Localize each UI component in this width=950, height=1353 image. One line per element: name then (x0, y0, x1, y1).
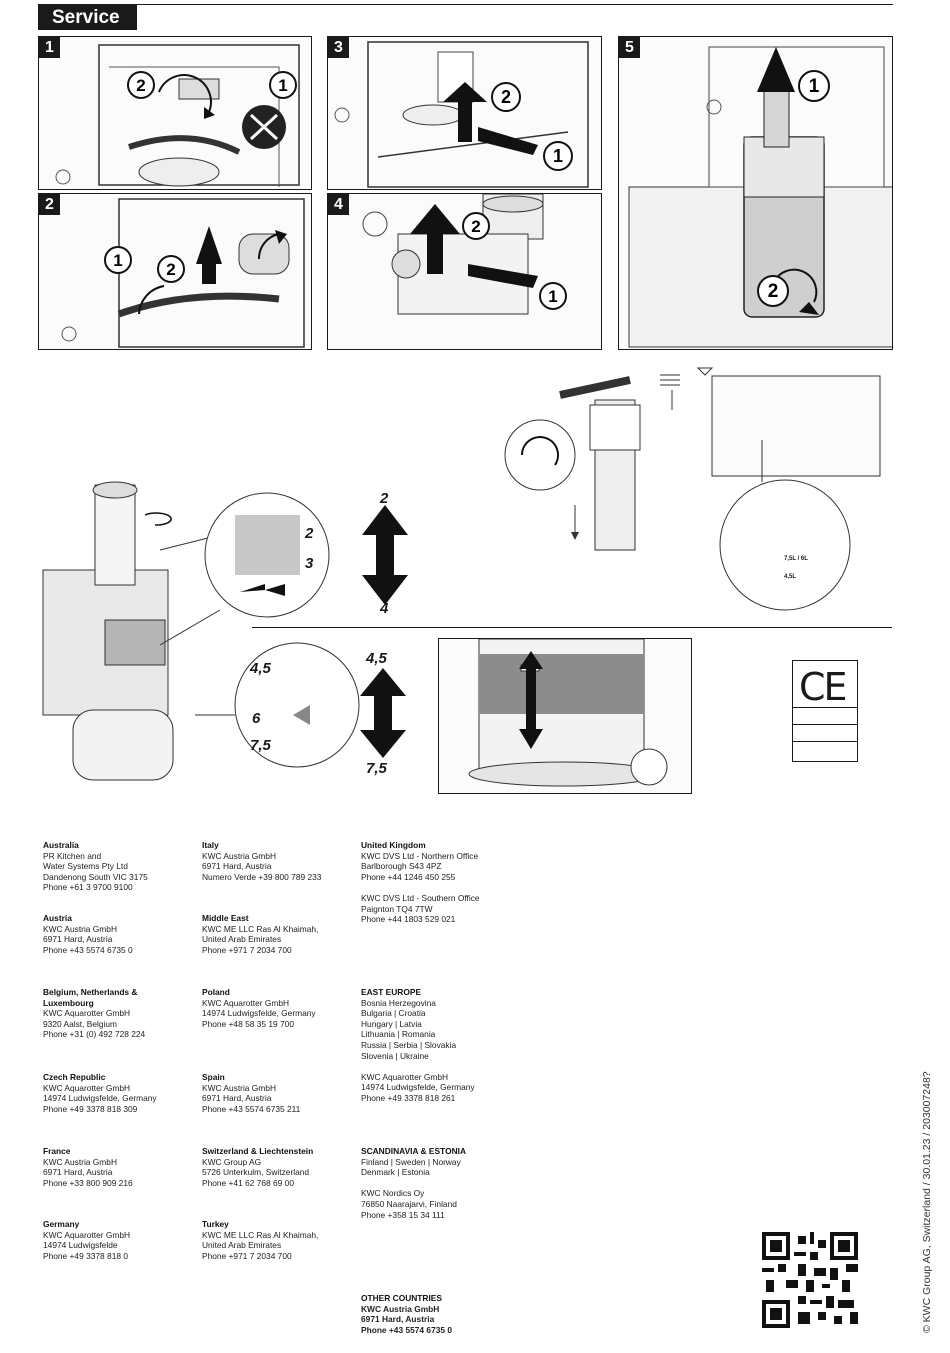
ce-mark-box: CE (792, 660, 858, 762)
lower-bottom-label: 7,5 (366, 760, 387, 777)
svg-text:1: 1 (548, 287, 557, 306)
svg-text:1: 1 (553, 146, 563, 166)
contact-scandinavia: SCANDINAVIA & ESTONIA Finland | Sweden |… (361, 1146, 467, 1220)
step-panel-1: 1 (38, 36, 312, 190)
flush-valve-diagram (42, 481, 360, 781)
contact-france: France KWC Austria GmbH 6971 Hard, Austr… (43, 1146, 133, 1188)
step-panel-4: 4 (327, 193, 602, 350)
step-5-illustration (628, 46, 892, 348)
adjust-arrow-lower (360, 668, 406, 758)
zoom-label-7-5: 7,5 (250, 737, 271, 754)
callout-1: 1 (103, 245, 133, 280)
header-rule (38, 4, 893, 5)
svg-text:2: 2 (166, 260, 175, 279)
step-number-1: 1 (39, 37, 60, 58)
contact-italy: Italy KWC Austria GmbH 6971 Hard, Austri… (202, 840, 322, 882)
step-panel-5: 5 (618, 36, 893, 350)
callout-1: 1 (268, 70, 298, 105)
zoom-label-6: 6 (252, 710, 261, 727)
contact-middle-east: Middle East KWC ME LLC Ras Al Khaimah, U… (202, 913, 319, 955)
zoom-label-2: 2 (305, 525, 314, 542)
callout-1: 1 (538, 281, 568, 316)
contact-switzerland: Switzerland & Liechtenstein KWC Group AG… (202, 1146, 314, 1188)
tank-label-2: 4,5L (784, 574, 797, 580)
fill-valve-diagram (504, 367, 881, 611)
svg-text:1: 1 (278, 76, 287, 95)
callout-2: 2 (756, 274, 790, 313)
adjust-arrow-upper (362, 505, 408, 605)
contact-benelux: Belgium, Netherlands & Luxembourg KWC Aq… (43, 987, 146, 1040)
step-number-4: 4 (328, 194, 349, 215)
contact-spain: Spain KWC Austria GmbH 6971 Hard, Austri… (202, 1072, 301, 1114)
contact-other-countries: OTHER COUNTRIES KWC Austria GmbH 6971 Ha… (361, 1293, 453, 1335)
lower-top-label: 4,5 (366, 650, 387, 667)
callout-2: 2 (156, 254, 186, 289)
callout-2: 2 (490, 81, 522, 118)
qr-code-icon (762, 1232, 858, 1328)
svg-text:1: 1 (113, 251, 122, 270)
section-divider (252, 627, 892, 628)
copyright-note: © KWC Group AG, Switzerland / 30.01.23 /… (921, 1071, 933, 1333)
step-number-2: 2 (39, 194, 60, 215)
svg-text:2: 2 (471, 217, 480, 236)
upper-top-label: 2 (380, 490, 389, 507)
step-2-illustration (61, 198, 305, 348)
contact-east-europe: EAST EUROPE Bosnia Herzegovina Bulgaria … (361, 987, 475, 1103)
upper-bottom-label: 4 (380, 600, 389, 617)
callout-1: 1 (797, 69, 831, 108)
callout-1: 1 (542, 140, 574, 177)
contact-united-kingdom: United Kingdom KWC DVS Ltd - Northern Of… (361, 840, 480, 925)
zoom-label-4-5: 4,5 (250, 660, 271, 677)
float-adjust-panel (438, 638, 692, 794)
section-title: Service (38, 5, 137, 30)
tank-label-1: 7,5L / 6L (784, 556, 808, 562)
step-number-5: 5 (619, 37, 640, 58)
contact-austria: Austria KWC Austria GmbH 6971 Hard, Aust… (43, 913, 133, 955)
contact-czech: Czech Republic KWC Aquarotter GmbH 14974… (43, 1072, 157, 1114)
contact-australia: Australia PR Kitchen and Water Systems P… (43, 840, 148, 893)
zoom-label-3: 3 (305, 555, 314, 572)
svg-text:2: 2 (768, 281, 779, 302)
svg-text:1: 1 (809, 76, 820, 97)
step-1-illustration (55, 44, 300, 187)
step-4-illustration (362, 194, 544, 315)
step-3-illustration (334, 41, 589, 188)
callout-2: 2 (461, 211, 491, 246)
contact-turkey: Turkey KWC ME LLC Ras Al Khaimah, United… (202, 1219, 319, 1261)
svg-text:2: 2 (501, 87, 511, 107)
step-number-3: 3 (328, 37, 349, 58)
ce-mark: CE (799, 665, 848, 709)
svg-text:2: 2 (136, 76, 145, 95)
float-illustration (468, 639, 668, 787)
contact-germany: Germany KWC Aquarotter GmbH 14974 Ludwig… (43, 1219, 131, 1261)
contact-poland: Poland KWC Aquarotter GmbH 14974 Ludwigs… (202, 987, 316, 1029)
callout-2: 2 (126, 70, 156, 105)
